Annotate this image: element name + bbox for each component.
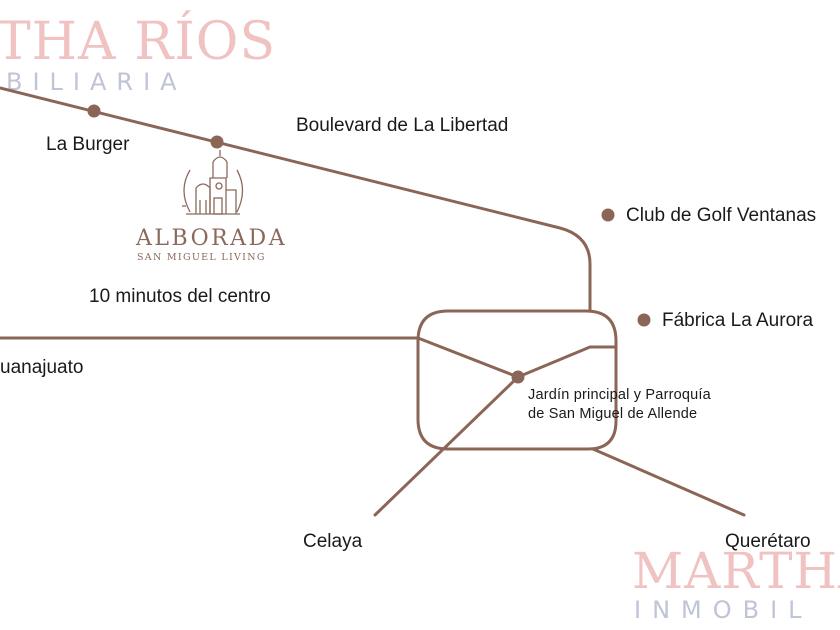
ring-road <box>416 309 618 451</box>
poi-fabrica-icon <box>637 313 651 327</box>
label-queretaro: Querétaro <box>725 531 811 552</box>
watermark-bottom-name: MARTHA <box>632 542 840 600</box>
label-club-golf: Club de Golf Ventanas <box>626 205 817 226</box>
label-guanajuato: uanajuato <box>0 357 84 378</box>
label-jardin: Jardín principal y Parroquía de San Migu… <box>528 386 758 424</box>
poi-club-golf-icon <box>601 208 615 222</box>
watermark-top-sub: BILIARIA <box>6 68 187 96</box>
label-jardin-line2: de San Miguel de Allende <box>528 406 698 422</box>
label-jardin-line1: Jardín principal y Parroquía <box>528 387 711 403</box>
label-boulevard: Boulevard de La Libertad <box>296 115 509 136</box>
brand-tagline: SAN MIGUEL LIVING <box>137 252 266 263</box>
label-fabrica: Fábrica La Aurora <box>662 310 814 331</box>
watermark-bottom-sub: INMOBIL <box>634 596 813 624</box>
connector-west <box>416 336 520 379</box>
label-celaya: Celaya <box>303 531 363 552</box>
watermark-top-name: THA RÍOS <box>0 12 277 72</box>
brand-name: ALBORADA <box>136 226 288 251</box>
celaya-road <box>373 375 520 517</box>
connector-east <box>516 345 618 379</box>
poi-jardin-icon <box>511 370 525 384</box>
boulevard-road <box>0 86 592 313</box>
queretaro-road <box>591 447 746 517</box>
building-arch-logo-icon <box>182 150 244 215</box>
label-la-burger: La Burger <box>46 134 130 155</box>
poi-alborada-icon <box>210 135 224 149</box>
poi-la-burger-icon <box>87 104 101 118</box>
label-distance-note: 10 minutos del centro <box>89 286 271 307</box>
